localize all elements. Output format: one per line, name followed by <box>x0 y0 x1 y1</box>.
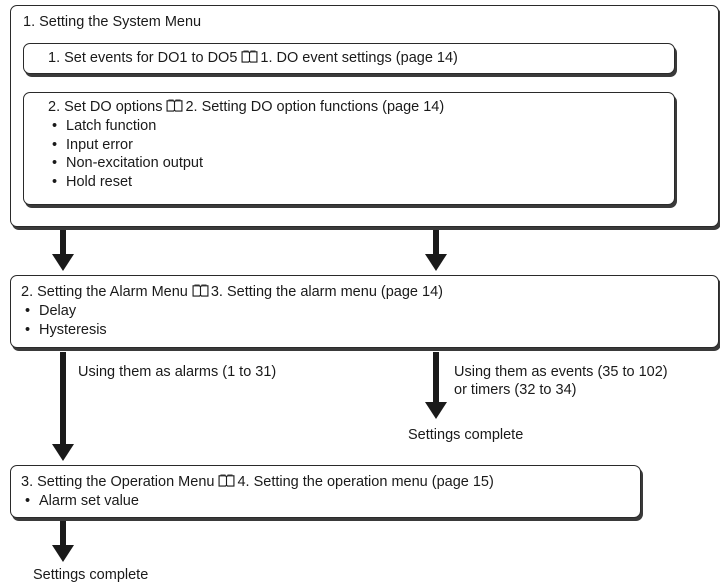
alarms-branch-label: Using them as alarms (1 to 31) <box>78 364 277 380</box>
events-complete-label: Settings complete <box>408 427 524 443</box>
list-item: Latch function <box>50 117 203 136</box>
list-item: Delay <box>23 302 107 321</box>
sub1-ref: 1. DO event settings (page 14) <box>260 50 458 66</box>
manual-book-icon <box>241 50 258 63</box>
list-item: Hysteresis <box>23 321 107 340</box>
arrow-events <box>425 352 447 419</box>
step3-title-line: 3. Setting the Operation Menu 4. Setting … <box>21 473 494 491</box>
step1-sub2-text: 2. Set DO options 2. Setting DO option fu… <box>48 98 444 116</box>
sub2-label: 2. Set DO options <box>48 99 163 115</box>
sub2-bullet-list: Latch function Input error Non-excitatio… <box>50 117 203 191</box>
arrow-alarms <box>52 352 74 461</box>
manual-book-icon <box>192 284 209 297</box>
list-item: Alarm set value <box>23 492 139 511</box>
step1-sub1-text: 1. Set events for DO1 to DO5 1. DO event … <box>48 49 458 67</box>
arrow-final <box>52 521 74 562</box>
step3-bullet-list: Alarm set value <box>23 492 139 511</box>
events-branch-label-2: or timers (32 to 34) <box>454 382 577 398</box>
manual-book-icon <box>218 474 235 487</box>
arrow-step1-left <box>52 230 74 271</box>
final-complete-label: Settings complete <box>33 567 149 583</box>
step1-title: 1. Setting the System Menu <box>23 14 202 30</box>
manual-book-icon <box>166 99 183 112</box>
arrow-step1-right <box>425 230 447 271</box>
events-branch-label-1: Using them as events (35 to 102) <box>454 364 668 380</box>
step3-box: 3. Setting the Operation Menu 4. Setting … <box>10 465 641 518</box>
step3-title: 3. Setting the Operation Menu <box>21 474 215 490</box>
list-item: Input error <box>50 136 203 155</box>
step1-sub2-box: 2. Set DO options 2. Setting DO option fu… <box>23 92 675 205</box>
sub2-ref: 2. Setting DO option functions (page 14) <box>185 99 445 115</box>
sub1-label: 1. Set events for DO1 to DO5 <box>48 50 238 66</box>
step2-box: 2. Setting the Alarm Menu 3. Setting the … <box>10 275 719 348</box>
step2-ref: 3. Setting the alarm menu (page 14) <box>210 284 443 300</box>
step2-bullet-list: Delay Hysteresis <box>23 302 107 339</box>
step1-sub1-box: 1. Set events for DO1 to DO5 1. DO event … <box>23 43 675 74</box>
step1-box: 1. Setting the System Menu 1. Set events… <box>10 5 719 227</box>
list-item: Non-excitation output <box>50 154 203 173</box>
step2-title: 2. Setting the Alarm Menu <box>21 284 188 300</box>
list-item: Hold reset <box>50 173 203 192</box>
step3-ref: 4. Setting the operation menu (page 15) <box>237 474 494 490</box>
step2-title-line: 2. Setting the Alarm Menu 3. Setting the … <box>21 283 443 301</box>
